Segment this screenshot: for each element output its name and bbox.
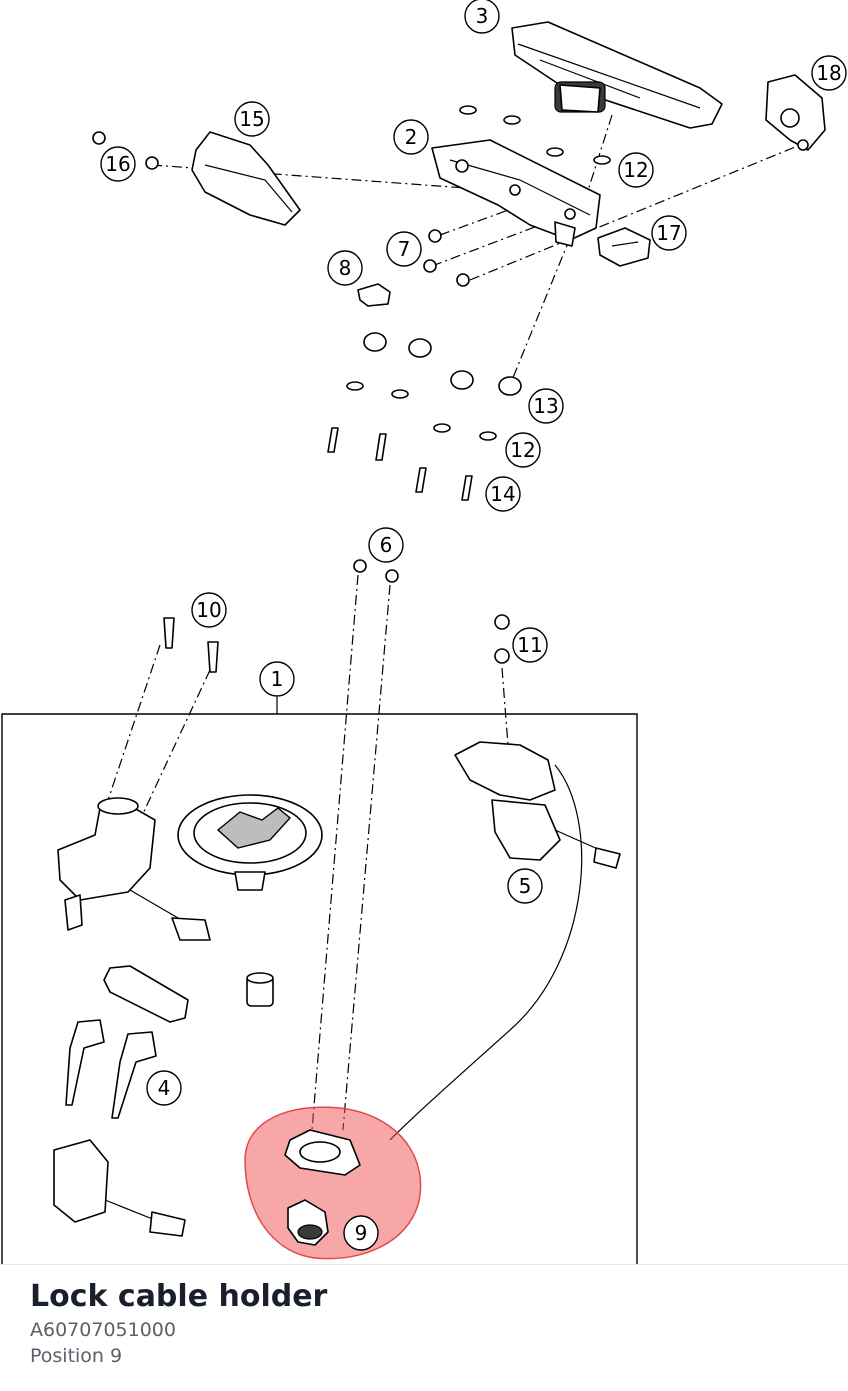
callout-1: 1 [259, 661, 295, 697]
callout-5: 5 [507, 868, 543, 904]
callout-17: 17 [651, 215, 687, 251]
part-lock-cable-holder[interactable] [284, 1129, 361, 1246]
callout-3: 3 [464, 0, 500, 34]
svg-text:16: 16 [105, 152, 130, 176]
part-mount-bracket-18[interactable] [765, 74, 826, 151]
callout-6: 6 [368, 527, 404, 563]
svg-text:1: 1 [271, 667, 284, 691]
svg-text:18: 18 [816, 61, 841, 85]
part-steering-lock[interactable] [389, 741, 621, 1141]
callout-8: 8 [327, 250, 363, 286]
part-keys[interactable] [65, 1019, 157, 1119]
part-key-fob[interactable] [103, 965, 189, 1023]
part-rubber-dampers[interactable] [363, 332, 522, 396]
part-grommets-lower[interactable] [346, 381, 497, 441]
part-pins-10[interactable] [163, 617, 219, 673]
svg-text:12: 12 [623, 158, 648, 182]
part-fuel-cap[interactable] [177, 794, 323, 891]
svg-text:14: 14 [490, 482, 515, 506]
svg-text:7: 7 [398, 237, 411, 261]
part-bracket[interactable] [431, 139, 601, 247]
callout-12-upper: 12 [618, 152, 654, 188]
svg-text:11: 11 [517, 633, 542, 657]
svg-text:3: 3 [476, 4, 489, 28]
svg-text:6: 6 [380, 533, 393, 557]
part-connector-17[interactable] [597, 227, 651, 267]
part-screws-6[interactable] [353, 559, 399, 583]
part-ignition-lock[interactable] [57, 797, 211, 941]
part-small-screws[interactable] [92, 131, 159, 170]
part-spacer-sleeve[interactable] [246, 972, 274, 1007]
callout-10: 10 [191, 592, 227, 628]
callout-7: 7 [386, 231, 422, 267]
callout-18: 18 [811, 55, 847, 91]
exploded-parts-diagram: 1 2 3 4 5 6 7 8 9 10 11 12 [1, 0, 847, 1264]
part-screws-7[interactable] [423, 229, 470, 287]
callout-4: 4 [146, 1070, 182, 1106]
svg-text:13: 13 [533, 394, 558, 418]
part-bolts-11[interactable] [494, 614, 510, 664]
highlight-lock-cable-holder[interactable] [244, 1106, 422, 1260]
svg-text:4: 4 [158, 1076, 171, 1100]
svg-text:2: 2 [405, 125, 418, 149]
part-side-cover[interactable] [191, 131, 301, 226]
assembly-frame [1, 697, 638, 1264]
part-bolts-14[interactable] [327, 427, 473, 501]
callout-12-lower: 12 [505, 432, 541, 468]
callout-14: 14 [485, 476, 521, 512]
svg-text:5: 5 [519, 874, 532, 898]
svg-text:15: 15 [239, 107, 264, 131]
callout-2: 2 [393, 119, 429, 155]
callout-13: 13 [528, 388, 564, 424]
part-title: Lock cable holder [30, 1279, 328, 1314]
part-clip-8[interactable] [357, 283, 391, 307]
part-dashboard-display[interactable] [511, 21, 723, 129]
callout-16: 16 [100, 146, 136, 182]
part-number: A60707051000 [30, 1319, 176, 1341]
svg-text:12: 12 [510, 438, 535, 462]
svg-text:9: 9 [355, 1221, 368, 1245]
callout-15: 15 [234, 101, 270, 137]
part-info-panel: Lock cable holder A60707051000 Position … [0, 1264, 848, 1391]
part-grommets-upper[interactable] [459, 105, 611, 165]
callout-11: 11 [512, 627, 548, 663]
svg-text:8: 8 [339, 256, 352, 280]
part-control-unit[interactable] [53, 1139, 186, 1237]
svg-text:10: 10 [196, 598, 221, 622]
part-position: Position 9 [30, 1345, 123, 1367]
svg-text:17: 17 [656, 221, 681, 245]
callout-9: 9 [343, 1215, 379, 1251]
